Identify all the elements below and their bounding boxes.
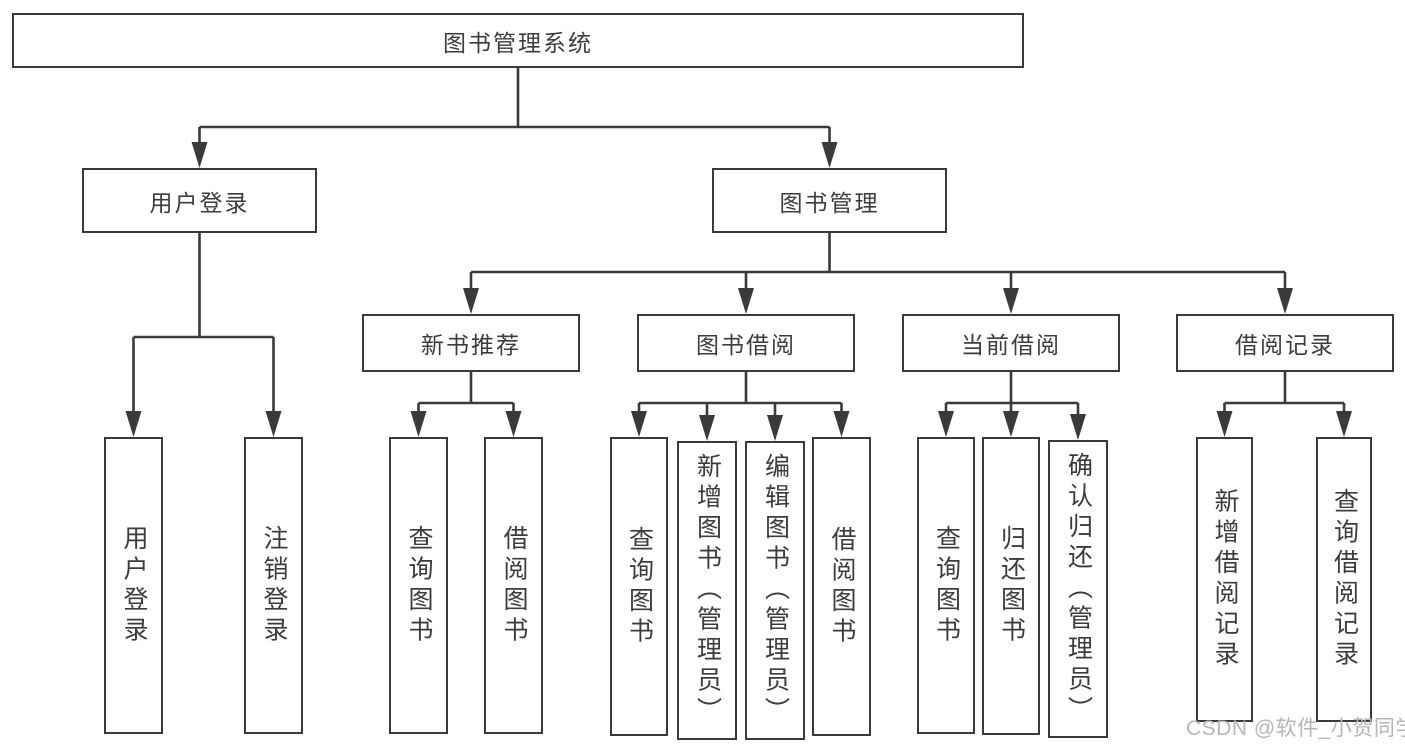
node-book-management: 图书管理: [712, 168, 947, 233]
leaf-bb-edit-books-admin: 编辑图书（管理员）: [745, 441, 805, 740]
leaf-cb-return-books: 归还图书: [982, 437, 1040, 735]
leaf-bb-add-books-admin: 新增图书（管理员）: [677, 441, 737, 740]
node-user-login: 用户登录: [82, 168, 317, 233]
leaf-br-add-record: 新增借阅记录: [1196, 437, 1253, 722]
node-borrow-records: 借阅记录: [1176, 314, 1394, 372]
node-book-borrow: 图书借阅: [637, 314, 855, 372]
node-new-book-recommend: 新书推荐: [362, 314, 580, 372]
leaf-br-query-record: 查询借阅记录: [1316, 437, 1372, 722]
leaf-logout: 注销登录: [244, 437, 303, 734]
leaf-bb-borrow-books: 借阅图书: [812, 437, 871, 736]
leaf-nb-borrow-books: 借阅图书: [484, 437, 543, 734]
csdn-watermark: CSDN @软件_小贺同学: [1186, 717, 1405, 740]
node-root: 图书管理系统: [12, 13, 1024, 68]
leaf-nb-query-books: 查询图书: [389, 437, 448, 734]
leaf-bb-query-books: 查询图书: [610, 437, 668, 736]
leaf-user-login: 用户登录: [104, 437, 163, 734]
leaf-cb-confirm-return-admin: 确认归还（管理员）: [1048, 440, 1108, 738]
leaf-cb-query-books: 查询图书: [917, 437, 975, 734]
node-current-borrow: 当前借阅: [902, 314, 1120, 372]
